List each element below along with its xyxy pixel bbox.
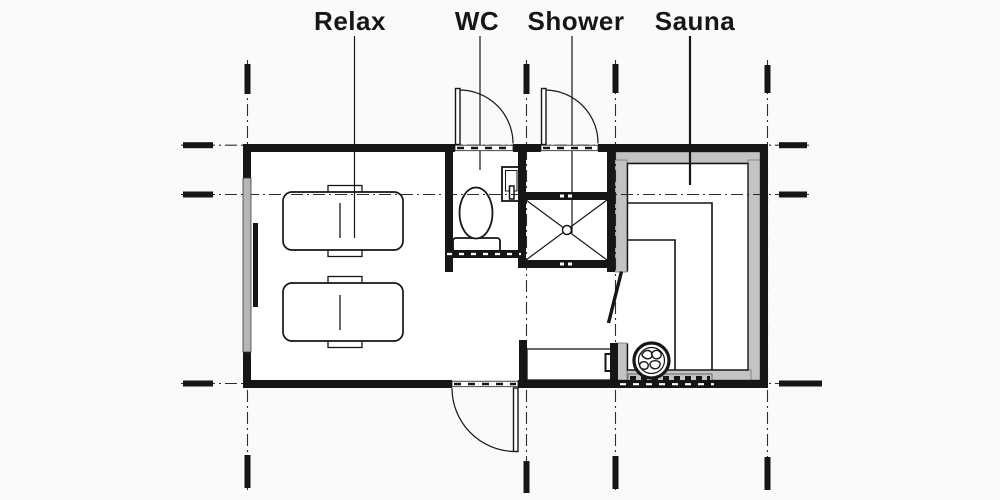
wall-bench-post	[519, 340, 527, 380]
walls	[242, 144, 768, 388]
wall-right	[760, 144, 768, 388]
heater-stone	[650, 349, 662, 360]
heater-stone	[641, 349, 653, 360]
entry-door-swing-arc	[451, 387, 514, 453]
wall-bottom-left-segment	[243, 380, 452, 388]
sauna-bench-upper-edge	[628, 202, 713, 370]
entry-door-leaf	[512, 387, 519, 453]
sauna-bench-lower-edge	[628, 239, 676, 370]
shower-drain	[561, 224, 573, 236]
sauna-liner-right	[747, 159, 761, 381]
wall-shower-top	[518, 192, 615, 200]
wc-door-swing-arc	[459, 89, 514, 144]
grid-tick	[779, 191, 807, 198]
grid-tick	[244, 455, 251, 488]
heater-stone	[638, 361, 649, 370]
grid-tick	[779, 142, 807, 149]
heater-stone	[649, 360, 661, 370]
grid-tick	[779, 380, 822, 387]
wall-left-upper-segment	[243, 144, 251, 178]
room-label-relax: Relax	[314, 6, 386, 36]
doors	[451, 87, 624, 453]
window-glazing-bar	[253, 223, 258, 307]
sauna-door-leaf	[606, 271, 624, 324]
sauna-liner-left-lower	[616, 342, 628, 381]
wall-shower-bottom	[518, 260, 615, 268]
wall-top-right-segment	[598, 144, 768, 152]
toilet	[452, 186, 501, 254]
toilet-bowl	[458, 186, 494, 240]
wall-top-middle-segment	[513, 144, 541, 152]
window-left	[242, 177, 252, 353]
lounger-body	[282, 282, 404, 342]
threshold-wc-door	[454, 144, 514, 152]
heater-inner-ring	[637, 346, 666, 375]
wall-sauna-left-upper	[607, 152, 615, 272]
grid-tick	[183, 191, 213, 198]
heater-body	[632, 341, 671, 380]
sauna-liner-top	[614, 151, 761, 164]
grid-tick	[183, 142, 213, 149]
grid-tick	[523, 64, 530, 94]
room-label-wc: WC	[454, 6, 500, 36]
wall-left-lower-segment	[243, 352, 251, 388]
wall-bottom-right-segment	[518, 380, 768, 388]
grid-tick	[764, 457, 771, 490]
grid-tick	[612, 456, 619, 489]
sauna-benches	[628, 202, 713, 370]
wall-wc-left	[445, 152, 453, 272]
shower-door-swing-arc	[545, 89, 599, 144]
sauna-inner-outline	[626, 162, 749, 371]
shower-door-leaf	[540, 87, 547, 146]
room-label-sauna: Sauna	[654, 6, 736, 36]
threshold-shower-door	[540, 144, 599, 152]
grid-tick	[764, 65, 771, 93]
wall-top-left-segment	[243, 144, 455, 152]
grid-tick	[523, 461, 530, 493]
wall-wc-right-shower-left	[518, 152, 526, 268]
grid-tick	[183, 380, 213, 387]
lounger-body	[282, 191, 404, 251]
thresholds	[451, 144, 599, 388]
grid-tick	[612, 64, 619, 93]
grid-tick	[244, 64, 251, 94]
lounger-2	[282, 275, 404, 349]
room-label-shower: Shower	[527, 6, 625, 36]
wash-basin	[501, 166, 521, 202]
wc-door-leaf	[454, 87, 461, 146]
wall-sauna-left-lower-stub	[610, 343, 618, 382]
sauna-liner-left-upper	[614, 159, 628, 273]
basin-tap	[508, 185, 515, 200]
sauna-heater	[632, 341, 671, 380]
lounger-1	[282, 184, 404, 258]
